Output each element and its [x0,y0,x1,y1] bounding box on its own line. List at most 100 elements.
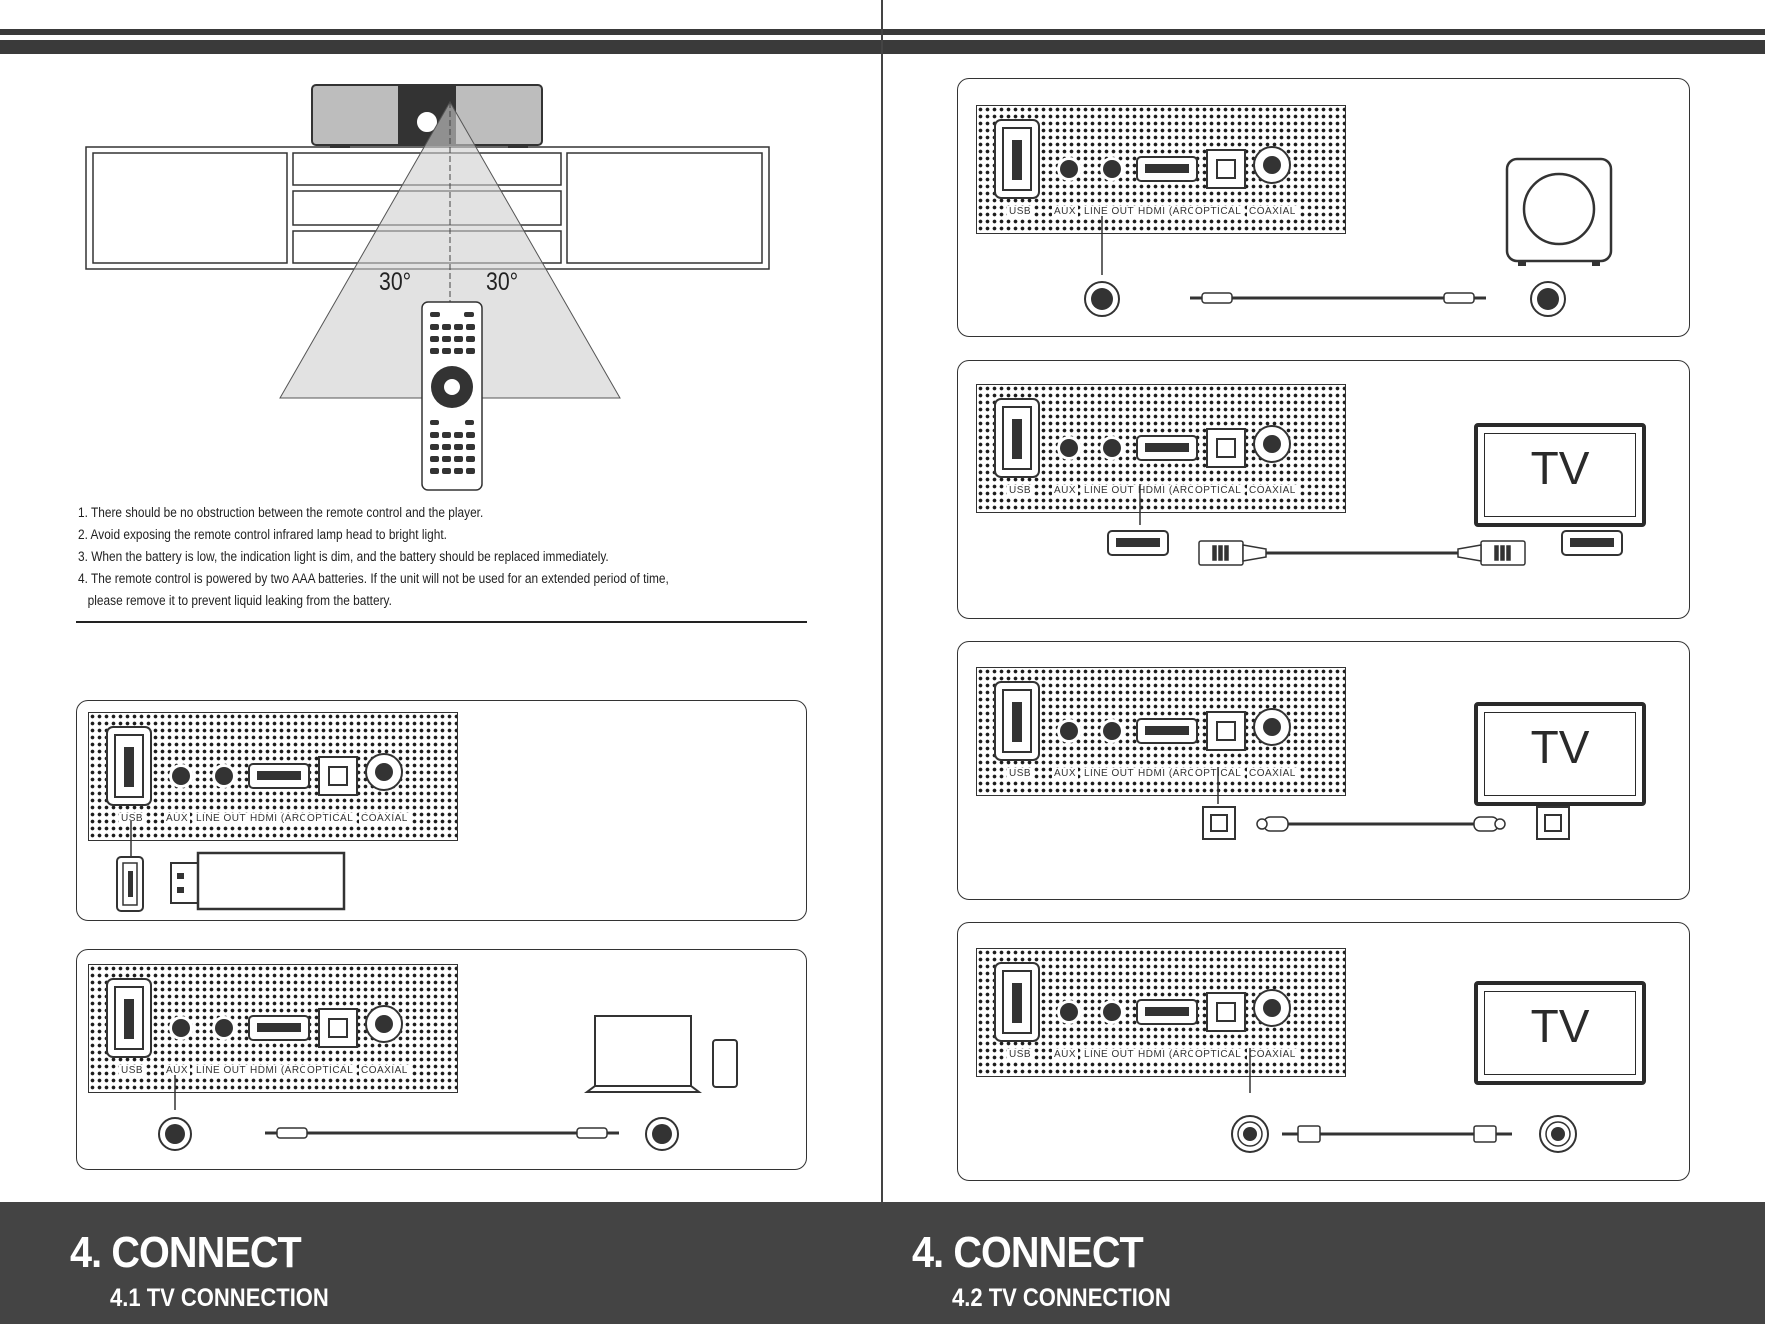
hdmi-connection-illustration [1107,484,1623,566]
optical-port-label: OPTICAL [305,1065,356,1076]
optical-port-label: OPTICAL [1193,485,1244,496]
usb-port-icon [994,119,1040,199]
usb-port-label: USB [119,1065,146,1076]
tv-icon: TV [1474,702,1646,806]
rear-port-panel: USB AUX LINE OUT HDMI (ARC) OPTICAL COAX… [88,712,458,841]
tv-coaxial-jack-icon [1539,1115,1577,1153]
port-icons [106,978,403,1058]
port-labels: USB AUX LINE OUT HDMI (ARC) OPTICAL COAX… [977,1049,1345,1065]
top-rule-thin [883,29,1765,35]
top-rule-thick [0,40,881,54]
coaxial-port-icon [365,1005,403,1043]
coaxial-port-icon [1253,989,1291,1027]
hdmi-port-icon [248,1015,310,1041]
note-continuation-text: please remove it to prevent liquid leaki… [87,593,392,608]
aux-port-label: AUX [164,1065,191,1076]
usb-port-icon [994,398,1040,478]
line-out-port-label: LINE OUT [1082,768,1137,779]
tv-label: TV [1530,442,1590,494]
port-labels: USB AUX LINE OUT HDMI (ARC) OPTICAL COAX… [977,485,1345,501]
coaxial-port-icon [1253,425,1291,463]
section-title: 4. CONNECT [70,1228,302,1277]
aux-port-label: AUX [164,813,191,824]
note-item: 1. There should be no obstruction betwee… [78,505,484,520]
hdmi-port-icon [1136,999,1198,1025]
line-out-port-icon [1100,436,1124,460]
usb-port-label: USB [1007,485,1034,496]
page-footer: 4. CONNECT 4.1 TV CONNECTION [0,1202,881,1324]
line-out-port-label: LINE OUT [1082,485,1137,496]
usb-port-label: USB [1007,1049,1034,1060]
aux-port-icon [169,1016,193,1040]
tv-label: TV [1530,1000,1590,1052]
note-item: 4. The remote control is powered by two … [78,571,669,586]
subwoofer-icon [1505,157,1613,266]
optical-cable-icon [1256,816,1506,832]
optical-port-icon [1202,806,1236,840]
optical-port-icon [318,1008,358,1048]
aux-jack-icon [158,1117,192,1151]
tv-icon: TV [1474,981,1646,1085]
rear-port-panel: USB AUX LINE OUT HDMI (ARC) OPTICAL COAX… [976,948,1346,1077]
angle-label-right: 30° [486,268,519,296]
optical-port-label: OPTICAL [305,813,356,824]
soundbar [311,84,543,148]
tv-icon: TV [1474,423,1646,527]
line-out-port-label: LINE OUT [194,1065,249,1076]
tv-screen [1484,991,1636,1075]
optical-port-icon [1206,992,1246,1032]
optical-port-label: OPTICAL [1193,206,1244,217]
remote-control [421,301,483,491]
hdmi-port-icon [1107,530,1169,556]
aux-port-label: AUX [1052,485,1079,496]
rear-port-panel: USB AUX LINE OUT HDMI (ARC) OPTICAL COAX… [976,667,1346,796]
optical-port-icon [1206,428,1246,468]
remote-range-diagram [85,84,770,491]
optical-connection-illustration [1202,767,1570,840]
line-out-jack-icon [1084,281,1120,317]
note-item: 2. Avoid exposing the remote control inf… [78,527,447,542]
rear-port-panel: USB AUX LINE OUT HDMI (ARC) OPTICAL COAX… [976,105,1346,234]
coaxial-port-label: COAXIAL [1247,485,1298,496]
note-item-continuation: please remove it to prevent liquid leaki… [78,590,712,612]
aux-port-label: AUX [1052,206,1079,217]
hdmi-port-label: HDMI (ARC) [1136,485,1202,496]
section-subtitle: 4.1 TV CONNECTION [110,1284,329,1312]
hdmi-port-icon [1136,156,1198,182]
aux-connection-illustration [158,1015,738,1151]
aux-jack-icon [645,1117,679,1151]
line-out-port-label: LINE OUT [194,813,249,824]
line-out-port-icon [212,764,236,788]
usb-port-label: USB [119,813,146,824]
usb-port-label: USB [1007,206,1034,217]
usb-flash-drive-icon [170,851,346,911]
optical-port-label: OPTICAL [1193,1049,1244,1060]
coaxial-jack-icon [1231,1115,1269,1153]
usb-connection-panel: USB AUX LINE OUT HDMI (ARC) OPTICAL COAX… [76,700,807,921]
line-out-port-label: LINE OUT [1082,206,1137,217]
aux-port-label: AUX [1052,768,1079,779]
smartphone-icon [712,1039,738,1088]
usb-connection-illustration [116,821,346,912]
usb-port-icon [994,962,1040,1042]
coaxial-port-icon [1253,708,1291,746]
optical-port-icon [318,756,358,796]
aux-port-icon [1057,436,1081,460]
laptop-icon [584,1015,702,1093]
hdmi-port-label: HDMI (ARC) [248,813,314,824]
usb-plug-icon [116,856,144,912]
port-labels: USB AUX LINE OUT HDMI (ARC) OPTICAL COAX… [89,813,457,829]
port-icons [994,398,1291,478]
tv-label: TV [1530,721,1590,773]
optical-port-icon [1206,711,1246,751]
aux-cable-icon [1190,292,1486,304]
tv-optical-port-icon [1536,806,1570,840]
port-icons [994,681,1291,761]
hdmi-cable-icon [1198,540,1526,566]
note-item: 3. When the battery is low, the indicati… [78,549,609,564]
optical-port-icon [1206,149,1246,189]
coaxial-port-icon [1253,146,1291,184]
hdmi-port-icon [1136,435,1198,461]
aux-port-icon [1057,157,1081,181]
port-icons [994,119,1291,199]
